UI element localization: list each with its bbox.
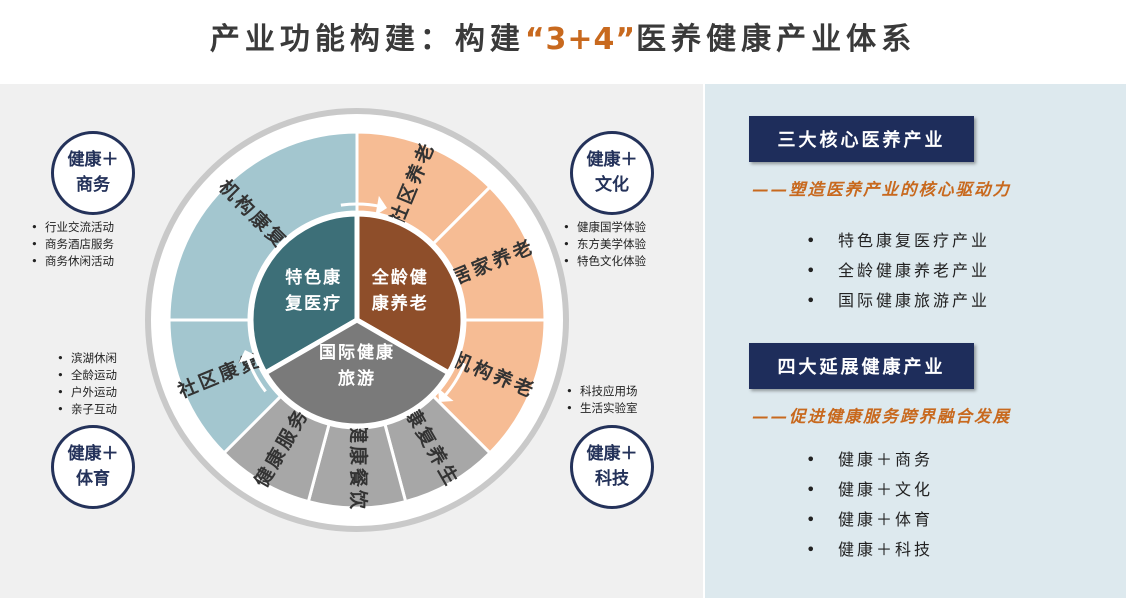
badge-line1: 健康＋ xyxy=(586,444,638,464)
badge-health-culture: 健康＋ 文化 xyxy=(570,131,654,215)
badge-line2: 体育 xyxy=(76,469,110,489)
badge-line2: 商务 xyxy=(76,175,110,195)
core-industries-list: 特色康复医疗产业 全龄健康养老产业 国际健康旅游产业 xyxy=(806,226,990,316)
list-item: 健康＋科技 xyxy=(806,535,933,565)
tech-list: 科技应用场 生活实验室 xyxy=(566,383,638,417)
flow-arrow-head xyxy=(438,388,454,403)
list-item: 特色康复医疗产业 xyxy=(806,226,990,256)
extended-industries-header: 四大延展健康产业 xyxy=(749,343,974,389)
extended-industries-list: 健康＋商务 健康＋文化 健康＋体育 健康＋科技 xyxy=(806,445,933,565)
page-title: 产业功能构建：构建“3+4”医养健康产业体系 xyxy=(0,14,1126,58)
flow-arrow-head xyxy=(238,350,258,364)
list-item: 户外运动 xyxy=(57,384,117,401)
title-highlight: “3+4” xyxy=(524,22,637,57)
core-segment-label: 全龄健 xyxy=(371,267,429,288)
flow-arrow-head xyxy=(375,195,388,216)
badge-health-sports: 健康＋ 体育 xyxy=(51,425,135,509)
extended-industries-subtitle: ——促进健康服务跨界融合发展 xyxy=(752,407,1011,426)
badge-health-commerce: 健康＋ 商务 xyxy=(51,131,135,215)
title-prefix: 产业功能构建：构建 xyxy=(209,22,525,57)
core-segment xyxy=(261,315,453,429)
list-item: 生活实验室 xyxy=(566,400,638,417)
badge-line1: 健康＋ xyxy=(67,444,119,464)
commerce-list: 行业交流活动 商务酒店服务 商务休闲活动 xyxy=(31,219,114,270)
list-item: 健康＋体育 xyxy=(806,505,933,535)
list-item: 健康＋商务 xyxy=(806,445,933,475)
list-item: 东方美学体验 xyxy=(563,236,646,253)
core-industries-header: 三大核心医养产业 xyxy=(749,116,974,162)
core-segment-label: 康养老 xyxy=(372,293,429,314)
title-suffix: 医养健康产业体系 xyxy=(636,22,917,57)
industry-wheel: 社区养老居家养老机构养老康复养生健康餐饮健康服务社区康复机构康复特色康复医疗全龄… xyxy=(145,108,569,532)
list-item: 特色文化体验 xyxy=(563,253,646,270)
outer-segment-label: 健康餐饮 xyxy=(347,424,370,512)
list-item: 商务休闲活动 xyxy=(31,253,114,270)
list-item: 国际健康旅游产业 xyxy=(806,286,990,316)
core-segment-label: 国际健康 xyxy=(319,342,395,363)
core-segment-label: 旅游 xyxy=(338,368,376,389)
core-industries-subtitle: ——塑造医养产业的核心驱动力 xyxy=(752,180,1011,199)
list-item: 健康国学体验 xyxy=(563,219,646,236)
badge-line2: 科技 xyxy=(595,469,629,489)
list-item: 滨湖休闲 xyxy=(57,350,117,367)
badge-line1: 健康＋ xyxy=(586,150,638,170)
list-item: 行业交流活动 xyxy=(31,219,114,236)
list-item: 科技应用场 xyxy=(566,383,638,400)
list-item: 全龄运动 xyxy=(57,367,117,384)
badge-line2: 文化 xyxy=(595,175,629,195)
badge-line1: 健康＋ xyxy=(67,150,119,170)
core-segment-label: 复医疗 xyxy=(284,293,342,314)
sports-list: 滨湖休闲 全龄运动 户外运动 亲子互动 xyxy=(57,350,117,418)
list-item: 全龄健康养老产业 xyxy=(806,256,990,286)
core-segment-label: 特色康 xyxy=(285,267,342,288)
list-item: 亲子互动 xyxy=(57,401,117,418)
list-item: 商务酒店服务 xyxy=(31,236,114,253)
badge-health-tech: 健康＋ 科技 xyxy=(570,425,654,509)
culture-list: 健康国学体验 东方美学体验 特色文化体验 xyxy=(563,219,646,270)
list-item: 健康＋文化 xyxy=(806,475,933,505)
